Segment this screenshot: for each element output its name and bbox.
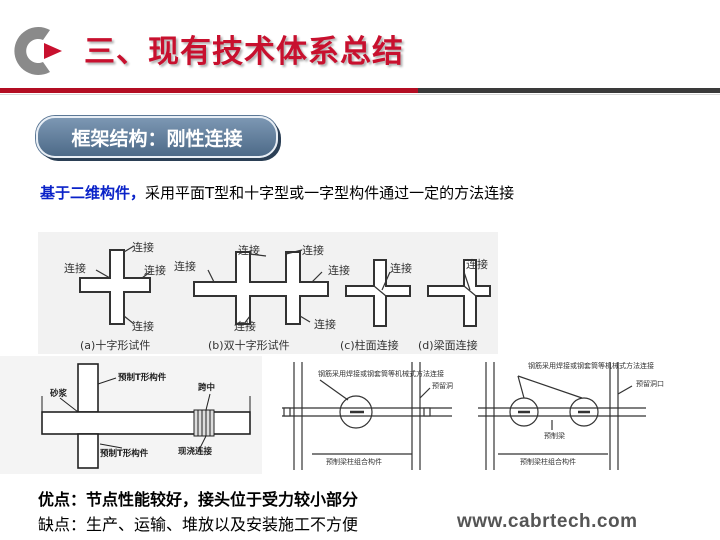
- joint-label: 连接: [144, 264, 166, 277]
- section-badge-label: 框架结构：刚性连接: [71, 128, 243, 150]
- advantages-text: 优点：节点性能较好，接头位于受力较小部分: [38, 490, 359, 509]
- label-precast-t-top: 预制T形构件: [118, 372, 167, 383]
- joint-label: 连接: [64, 262, 86, 275]
- label-midspan: 跨中: [198, 382, 215, 393]
- joint-label: 连接: [328, 264, 350, 277]
- header-divider-red: [0, 88, 418, 93]
- figure-t-components: 预制T形构件 砂浆 预制T形构件 跨中 现浇连接: [0, 356, 262, 474]
- label-assembly-2: 预制梁柱组合构件: [520, 457, 576, 466]
- joint-label: 连接: [174, 260, 196, 273]
- section-badge: 框架结构：刚性连接: [36, 116, 278, 158]
- disadvantages-text: 缺点：生产、运输、堆放以及安装施工不方便: [38, 515, 359, 534]
- label-reserved-opening: 预留洞口: [636, 379, 664, 388]
- joint-label: 连接: [314, 318, 336, 331]
- description-highlight: 基于二维构件，: [40, 184, 146, 202]
- figure-beam-column-assembly-2: 钢筋采用焊接或钢套筒等机械式方法连接 预留洞口 预制梁 预制梁柱组合构件: [478, 358, 704, 474]
- header-divider-light: [0, 94, 720, 95]
- website-url: www.cabrtech.com: [457, 511, 638, 532]
- joint-label: 连接: [132, 241, 154, 254]
- label-rebar-connection: 钢筋采用焊接或钢套筒等机械式方法连接: [318, 369, 444, 378]
- label-reserved-hole: 预留洞: [432, 381, 453, 390]
- joint-label: 连接: [466, 258, 488, 271]
- figure-caption-c: (c)柱面连接: [340, 338, 399, 352]
- description-text: 采用平面T型和十字型或一字型构件通过一定的方法连接: [145, 184, 515, 202]
- joint-label: 连接: [234, 320, 256, 333]
- joint-label: 连接: [132, 320, 154, 333]
- figure-caption-a: (a)十字形试件: [80, 338, 150, 352]
- joint-label: 连接: [302, 244, 324, 257]
- figure-caption-d: (d)梁面连接: [418, 338, 478, 352]
- joint-label: 连接: [238, 244, 260, 257]
- label-rebar-connection-2: 钢筋采用焊接或钢套筒等机械式方法连接: [528, 361, 654, 370]
- label-cast-in-place: 现浇连接: [178, 446, 213, 457]
- label-mortar: 砂浆: [49, 388, 68, 399]
- label-assembly: 预制梁柱组合构件: [326, 457, 382, 466]
- label-precast-t-bottom: 预制T形构件: [100, 448, 149, 459]
- figure-caption-b: (b)双十字形试件: [208, 338, 290, 352]
- company-logo: [10, 22, 68, 80]
- page-title: 三、现有技术体系总结: [84, 34, 404, 70]
- figure-specimen-types: 连接 连接 连接 连接 连接 连接 连接 连接 连接 连接 连接 连接 (a)十…: [38, 232, 498, 354]
- figure-beam-column-assembly-1: 钢筋采用焊接或钢套筒等机械式方法连接 预留洞 预制梁柱组合构件: [272, 358, 468, 474]
- description: 基于二维构件，采用平面T型和十字型或一字型构件通过一定的方法连接: [40, 182, 514, 203]
- joint-label: 连接: [390, 262, 412, 275]
- label-precast-beam: 预制梁: [544, 431, 565, 440]
